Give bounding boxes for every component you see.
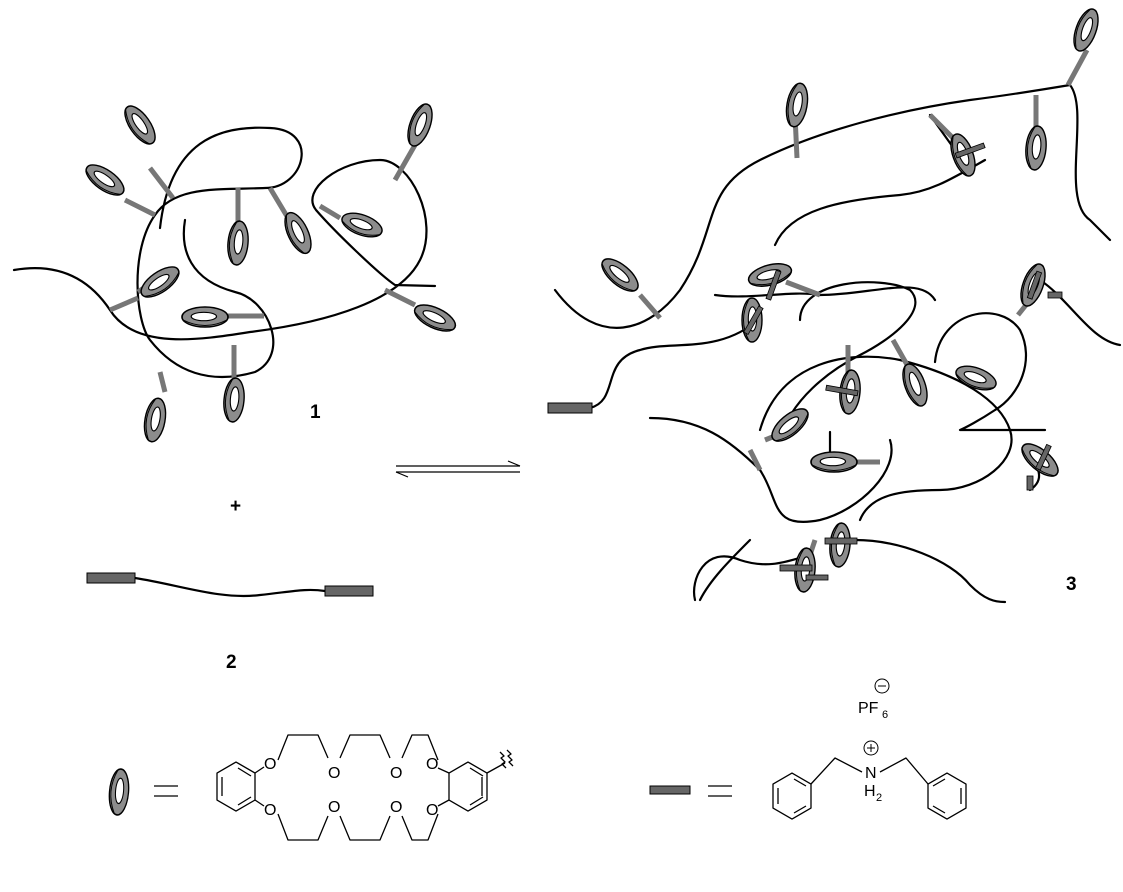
crown-ring-icon [225,219,251,267]
crown-ring-icon [745,258,795,292]
ammonium-rod-icon [547,402,593,414]
crown-ring-icon [410,298,460,338]
crown-ring-icon [402,100,438,150]
oxygen-atom: O [264,756,276,773]
ammonium-rod-icon [743,305,764,336]
compound-1-backbone [12,158,437,341]
ammonium-rod-icon [765,269,782,301]
ammonium-rod-icon [824,537,858,545]
crown-ring-icon [1068,5,1104,55]
crown-ring-icon [1023,124,1049,172]
ammonium-hydrogen-subscript: 2 [876,792,882,804]
compound-3-tethers [638,48,1090,556]
ammonium-rod-icon [86,572,136,584]
oxygen-atom: O [426,802,438,819]
ammonium-rod-icon [779,564,813,572]
compound-1-tethers [109,143,418,393]
compound-3-label: 3 [1066,574,1077,595]
oxygen-atom: O [328,799,340,816]
legend-dibenzylammonium: N H 2 PF 6 [649,678,967,820]
plus-sign: + [230,496,241,517]
compound-2-linker [86,572,374,598]
crown-ring-icon [782,80,812,130]
compound-3-rods [547,142,1063,581]
ammonium-rod-icon [649,785,691,795]
ammonium-rod-icon [1026,270,1043,300]
compound-1-polymer [12,100,460,445]
crown-ring-icon [827,521,853,569]
counterion-subscript: 6 [882,709,888,721]
compound-3-network [547,5,1122,604]
ammonium-rod-icon [1035,443,1052,471]
right-benzo-ring [448,749,514,812]
crown-ring-icon [140,395,170,445]
compound-2-label: 2 [226,652,237,673]
oxygen-atom: O [426,756,438,773]
ammonium-rod-icon [1026,475,1034,491]
oxygen-atom: O [264,802,276,819]
left-benzo-ring [216,761,256,812]
crown-ring-icon [80,158,130,202]
crown-ring-icon [595,252,645,298]
crown-ring-icon [118,100,162,150]
counterion-label: PF [858,700,879,717]
oxygen-atom: O [328,765,340,782]
ammonium-nitrogen: N [865,765,877,782]
left-phenyl-ring [772,772,812,820]
equilibrium-arrows [395,460,521,478]
oxygen-atom: O [390,799,402,816]
ammonium-rod-icon [1047,291,1063,299]
oxygen-atom: O [390,765,402,782]
right-phenyl-ring [927,772,967,820]
ammonium-hydrogen: H [864,783,876,800]
negative-charge-icon [874,678,890,694]
crown-ring-icon [765,402,815,448]
compound-1-loop [136,126,303,379]
legend-crown-ether: O O O O O O O O [106,734,514,841]
crown-ring-icon [278,208,318,258]
positive-charge-icon [863,740,879,756]
ammonium-rod-icon [805,574,829,581]
compound-2-chain [133,576,327,598]
crown-ring-icon [181,306,229,328]
crown-ring-icon [106,767,132,817]
crown-ring-icon [810,451,858,473]
crown-ring-icon [221,376,247,424]
ammonium-rod-icon [954,142,986,159]
crown-ring-icon [338,207,386,243]
crown-ring-icon [135,260,185,304]
ammonium-rod-icon [825,384,859,397]
compound-1-label: 1 [310,402,321,423]
crown-macrocycle [254,734,450,841]
crown-oxygen-atoms: O O O O O O O O [264,756,438,819]
ammonium-rod-icon [324,585,374,597]
